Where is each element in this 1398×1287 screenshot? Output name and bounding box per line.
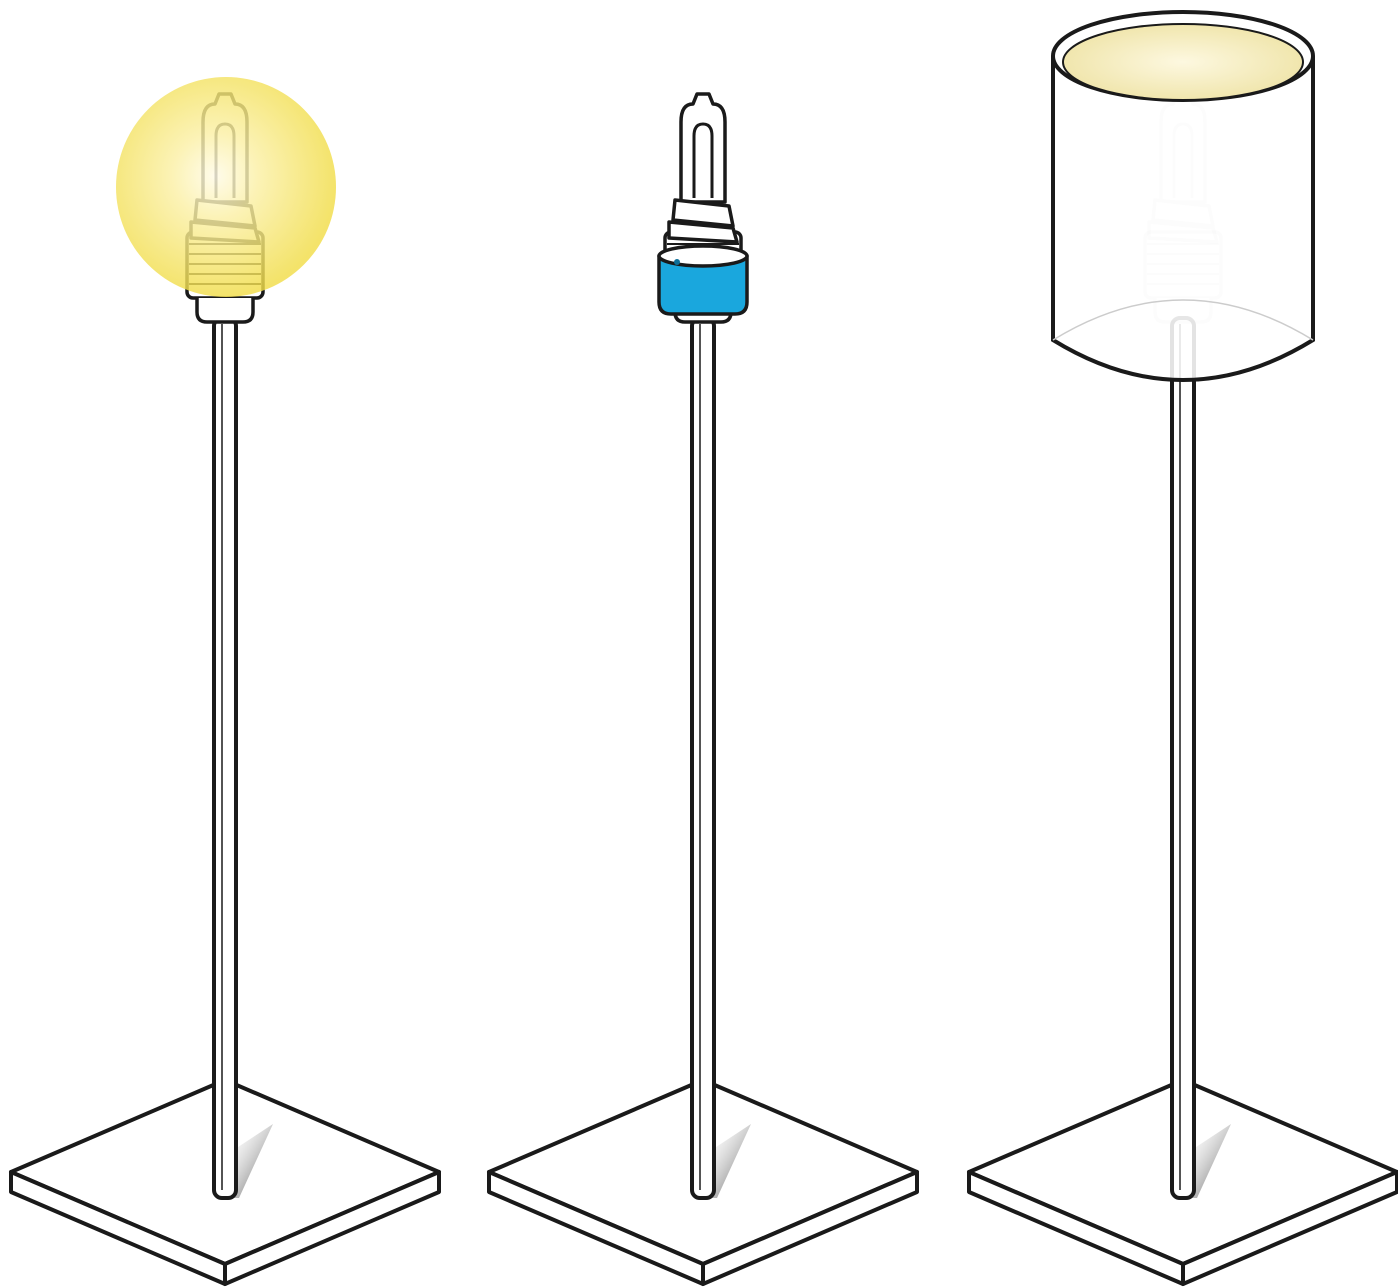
cylinder-shade-icon <box>1053 12 1313 380</box>
lamp-3-shade <box>969 12 1397 1284</box>
lamp-2-collar <box>489 94 917 1284</box>
lamp-1-lit-bulb <box>11 77 439 1284</box>
pole-1 <box>214 318 273 1198</box>
blue-collar-ring-icon <box>659 246 747 314</box>
light-glow <box>116 77 336 297</box>
pole-2 <box>692 318 751 1198</box>
pole-3 <box>1172 318 1231 1198</box>
bulb-2 <box>669 94 737 242</box>
